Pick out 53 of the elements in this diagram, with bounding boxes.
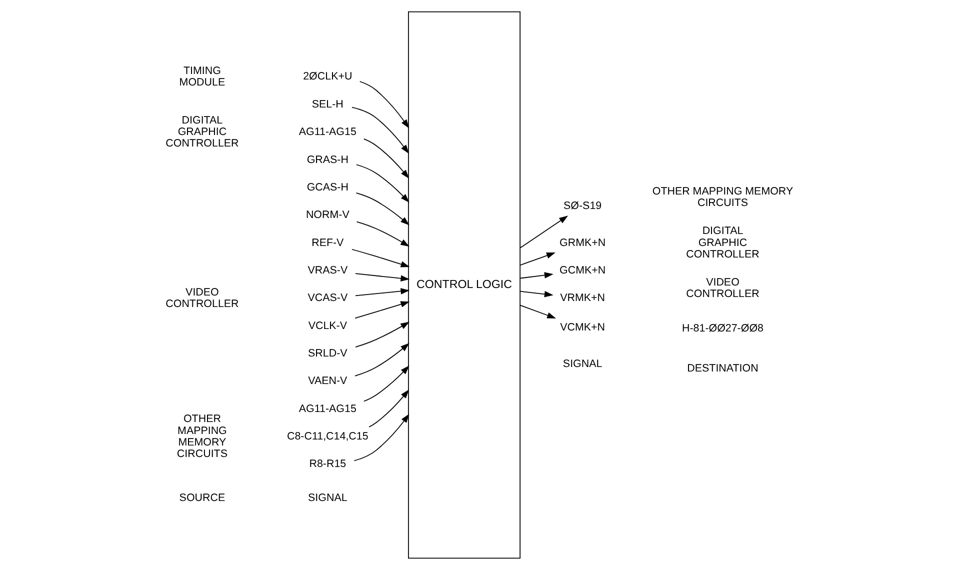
label: VIDEO CONTROLLER: [686, 276, 760, 300]
node-text: NORM-V: [306, 209, 350, 222]
node-text: VAEN-V: [308, 375, 348, 388]
label: VIDEO CONTROLLER: [166, 286, 239, 310]
label: DESTINATION: [687, 362, 758, 375]
node-text: SEL-H: [312, 98, 344, 110]
node-text: AG11-AG15: [298, 402, 356, 415]
node-text: VCMK+N: [560, 322, 606, 334]
arrow: [520, 304, 556, 318]
arrow: [368, 389, 410, 428]
node-text: AG11-AG15: [298, 126, 356, 138]
arrow: [359, 81, 410, 128]
arrow: [363, 366, 410, 402]
node-text: GCMK+N: [560, 264, 606, 276]
node-text: C8-C11,C14,C15: [287, 430, 368, 443]
arrow: [354, 414, 410, 462]
arrow: [354, 301, 410, 319]
label: OTHER MAPPING MEMORY CIRCUITS: [176, 413, 228, 460]
node-text: REF-V: [312, 236, 344, 249]
label: OTHER MAPPING MEMORY CIRCUITS: [652, 185, 794, 210]
arrow: [355, 322, 410, 348]
node-text: SØ-S19: [564, 200, 602, 212]
node-text: VRMK+N: [560, 292, 606, 304]
node-text: GCAS-H: [306, 181, 348, 194]
node-box: CONTROL LOGIC: [408, 11, 521, 559]
arrow: [352, 106, 409, 154]
label: SOURCE: [179, 492, 226, 504]
arrow: [363, 138, 410, 179]
node-text: GRMK+N: [560, 236, 606, 249]
node-text: R8-R15: [309, 458, 346, 470]
label: H-81-ØØ27-ØØ8: [682, 322, 764, 335]
label: TIMING MODULE: [179, 64, 226, 89]
label: DIGITAL GRAPHIC CONTROLLER: [166, 114, 239, 150]
arrow: [520, 272, 554, 279]
arrow: [356, 192, 410, 226]
node-text: SRLD-V: [308, 348, 348, 360]
label: SIGNAL: [308, 492, 348, 504]
node-text: VCLK-V: [308, 320, 347, 332]
arrow: [520, 216, 568, 248]
arrow: [355, 288, 410, 296]
arrow: [520, 252, 556, 266]
label: DIGITAL GRAPHIC CONTROLLER: [686, 225, 760, 260]
arrow: [356, 164, 410, 203]
arrow: [354, 343, 410, 376]
node-text: GRAS-H: [306, 154, 348, 166]
arrow: [520, 290, 554, 298]
arrow: [356, 221, 410, 247]
node-text: VRAS-V: [308, 264, 348, 276]
arrow: [355, 273, 410, 282]
node-text: 2ØCLK+U: [303, 70, 352, 83]
arrow: [352, 248, 410, 268]
node-text: VCAS-V: [308, 292, 348, 304]
label: SIGNAL: [562, 358, 602, 370]
